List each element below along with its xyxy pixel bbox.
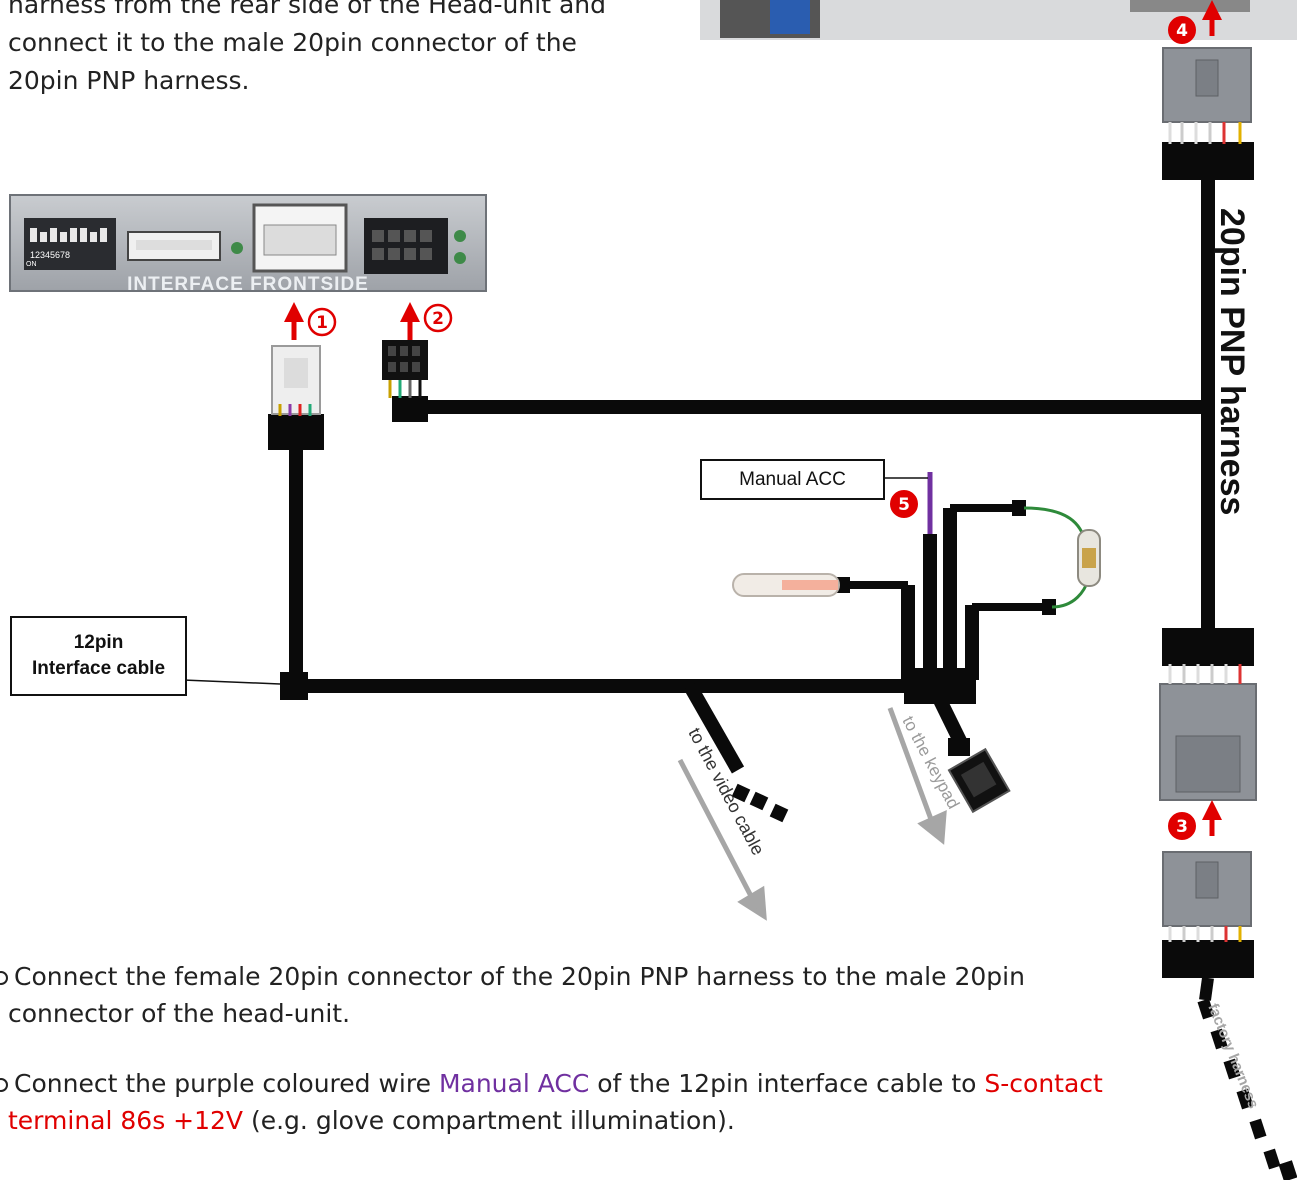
bullet-icon — [0, 1078, 8, 1092]
step-markers: 1 2 3 4 5 — [307, 16, 1196, 840]
instruction-step-5: Connect the purple coloured wire Manual … — [0, 1065, 1208, 1139]
grey-arrows — [677, 707, 947, 921]
manual-acc-label-box: Manual ACC — [700, 459, 885, 500]
instruction-step-3: Connect the female 20pin connector of th… — [0, 958, 1108, 1032]
video-cable-dashes — [731, 783, 789, 823]
pnp-harness-label: 20pin PNP harness — [1213, 208, 1251, 515]
keypad-connector — [947, 747, 1011, 814]
step5-wire-name: Manual ACC — [438, 1069, 590, 1098]
interface-cable-label-box: 12pin Interface cable — [10, 616, 187, 696]
marker-5: 5 — [898, 495, 910, 515]
connector-1-plug — [271, 345, 321, 416]
marker-3: 3 — [1176, 817, 1188, 837]
head-unit-image — [700, 0, 1297, 40]
marker-1: 1 — [316, 313, 328, 333]
cable-network — [289, 170, 1215, 774]
connector-4-plug — [1162, 47, 1252, 144]
connector-2-plug — [382, 340, 428, 398]
instruction-step-3-text: Connect the female 20pin connector of th… — [8, 962, 1025, 1028]
factory-harness-dashes — [1197, 998, 1297, 1180]
step5-after: (e.g. glove compartment illumination). — [243, 1106, 735, 1135]
interface-cable-label-line2: Interface cable — [31, 658, 166, 679]
connector-3-socket — [1159, 664, 1257, 801]
marker-2: 2 — [432, 309, 444, 329]
step5-before: Connect the purple coloured wire — [14, 1069, 439, 1098]
spade-terminal — [732, 573, 840, 597]
intro-text: harness from the rear side of the Head-u… — [8, 0, 606, 95]
led-icon — [231, 242, 243, 254]
bullet-icon — [0, 971, 8, 985]
socket-8pin — [364, 218, 448, 274]
red-arrows — [284, 0, 1222, 836]
interface-box: 12345678 ON INTERFACE FRONTSIDE — [9, 194, 487, 295]
marker-4: 4 — [1176, 21, 1188, 41]
cable-blocks — [268, 142, 1254, 978]
factory-connector-plug — [1162, 851, 1252, 1001]
dip-switch — [24, 218, 116, 270]
dip-numbers: 12345678 — [30, 250, 70, 260]
interface-cable-label-line1: 12pin — [73, 632, 124, 653]
step5-terminal: S-contact terminal 86s +12V — [8, 1069, 1103, 1135]
step5-middle: of the 12pin interface cable to — [589, 1069, 985, 1098]
factory-harness-label: factory harness — [1204, 1001, 1262, 1111]
dip-on-label: ON — [26, 261, 37, 268]
interface-frontside-label: INTERFACE FRONTSIDE — [127, 274, 369, 295]
fuse-holder — [1023, 506, 1101, 609]
